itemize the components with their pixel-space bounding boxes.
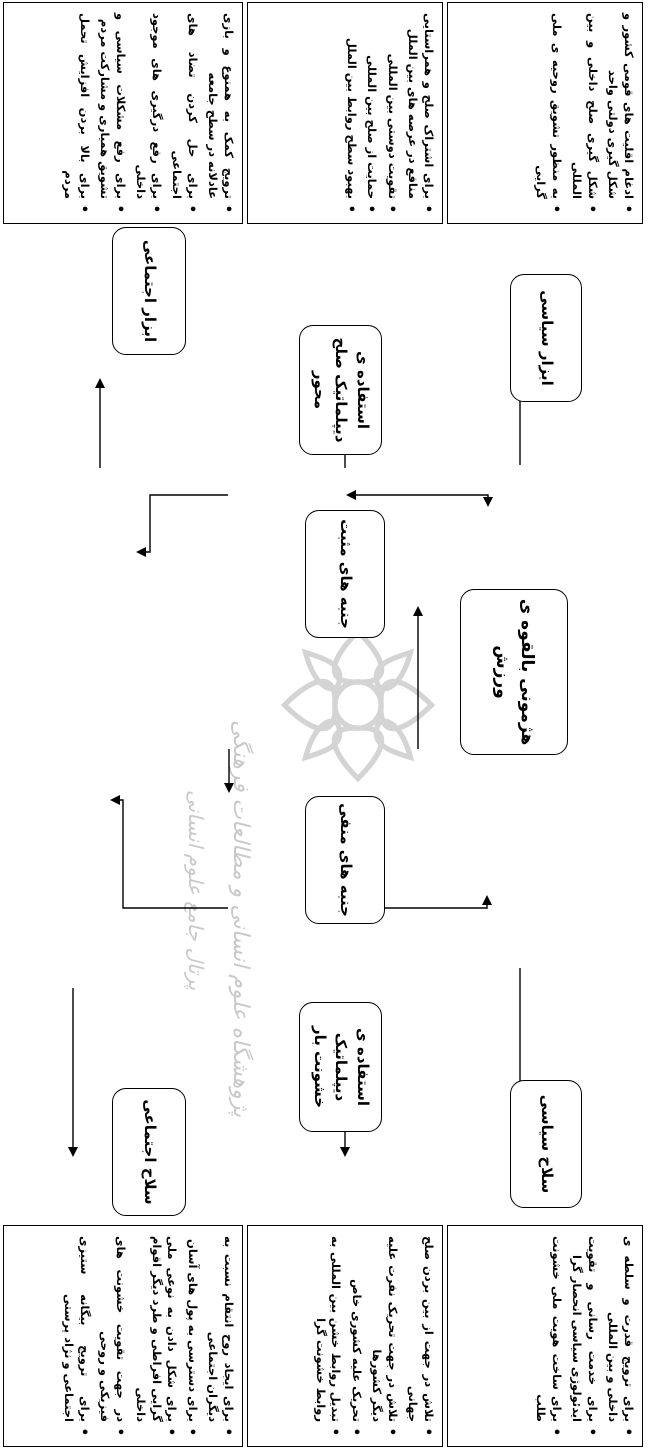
- violent-diplomacy-box: استفاده ی دیپلماتیک خشونت بار: [299, 1002, 382, 1132]
- detail-item: برای ترویج بیگانه ستیزی اجتماعی و نژاد پ…: [61, 1236, 92, 1422]
- social-tool-label: ابزار اجتماعی: [140, 239, 159, 343]
- watermark-emblem: [280, 627, 436, 783]
- social-weapon-box: سلاح اجتماعی: [112, 1088, 186, 1216]
- detail-item: برای بالا بردن افزایش تحمل مردم: [61, 13, 92, 199]
- violent-diplomacy-details: تلاش در جهت از بین بردن صلح جهانی تلاش د…: [247, 1225, 443, 1447]
- negative-aspects-label: جنبه های منفی: [336, 803, 355, 917]
- detail-item: برای اشتراک صلح و همراستایی منافع در عرص…: [405, 13, 436, 199]
- peaceful-diplomacy-details: برای اشتراک صلح و همراستایی منافع در عرص…: [247, 2, 443, 224]
- political-tool-details: ادغام اقلیت های قومی کشور و شکل گیری دول…: [447, 2, 643, 224]
- detail-item: حمایت از صلح بین المللی: [364, 13, 379, 199]
- peaceful-diplomacy-box: استفاده ی دیپلماتیک صلح محور: [299, 325, 382, 455]
- detail-item: ترویج کمک به همنوع و بازی عادلانه در سطح…: [205, 13, 236, 199]
- political-tool-label: ابزار سیاسی: [537, 290, 556, 386]
- detail-item: برای دسترسی به پول های آسان: [184, 1236, 200, 1422]
- positive-aspects-box: جنبه های مثبت: [305, 510, 385, 638]
- political-weapon-box: سلاح سیاسی: [510, 1080, 582, 1208]
- negative-aspects-box: جنبه های منفی: [305, 796, 385, 924]
- political-weapon-details: برای ترویج قدرت و سلطه ی داخلی و بین الم…: [447, 1225, 643, 1447]
- detail-item: برای خدمت رسانی و تقویت ایدئولوژی سیاسی …: [569, 1236, 600, 1422]
- peaceful-diplomacy-label: استفاده ی دیپلماتیک صلح محور: [310, 337, 373, 443]
- detail-item: برای رفع مشکلات سیاسی و تشویق همیاری و م…: [97, 13, 128, 199]
- detail-item: برای ترویج قدرت و سلطه ی داخلی و بین الم…: [605, 1236, 636, 1422]
- detail-item: تلاش در جهت تحریک نفرت علیه دیگر کشورها: [369, 1236, 400, 1422]
- social-tool-box: ابزار اجتماعی: [112, 227, 186, 355]
- political-weapon-label: سلاح سیاسی: [537, 1094, 556, 1194]
- positive-aspects-label: جنبه های مثبت: [336, 519, 355, 629]
- detail-item: برای رفع درگیری های موجود داخلی: [133, 13, 164, 199]
- social-tool-details: ترویج کمک به همنوع و بازی عادلانه در سطح…: [3, 2, 243, 224]
- detail-item: برای شکل دادن به نوعی ملی گرایی افراطی و…: [133, 1236, 179, 1422]
- center-concept-label: هژمونی بالقوه ی ورزش: [492, 598, 537, 746]
- detail-item: در جهت تقویت خشونت های فیزیکی و روحی: [97, 1236, 128, 1422]
- detail-item: به منظور تشویق روحیه ی ملی گرایی: [533, 13, 564, 199]
- detail-item: تقویت دوستی بین المللی: [384, 13, 400, 199]
- center-concept-box: هژمونی بالقوه ی ورزش: [460, 589, 568, 755]
- detail-item: تبدیل روابط خشن بین المللی به روابط خشون…: [312, 1236, 344, 1422]
- detail-item: برای حل کردن تضاد های اجتماعی: [169, 13, 200, 199]
- detail-item: تحریک علیه کشوری خاص: [348, 1236, 364, 1422]
- detail-item: بهبود سطح روابط بین الملل: [343, 13, 359, 199]
- detail-item: برای ایجاد روح انتقام نسبت به دیگران اجت…: [205, 1236, 236, 1422]
- detail-item: تلاش در جهت از بین بردن صلح جهانی: [405, 1236, 436, 1422]
- violent-diplomacy-label: استفاده ی دیپلماتیک خشونت بار: [310, 1025, 373, 1109]
- detail-item: ادغام اقلیت های قومی کشور و شکل گیری دول…: [605, 13, 636, 199]
- political-tool-box: ابزار سیاسی: [510, 274, 582, 402]
- detail-item: برای ساخت هویت ملی خشونت طلب: [533, 1236, 564, 1422]
- social-weapon-label: سلاح اجتماعی: [140, 1099, 159, 1205]
- detail-item: شکل گیری صلح داخلی و بین المللی: [569, 13, 600, 199]
- social-weapon-details: برای ایجاد روح انتقام نسبت به دیگران اجت…: [3, 1225, 243, 1447]
